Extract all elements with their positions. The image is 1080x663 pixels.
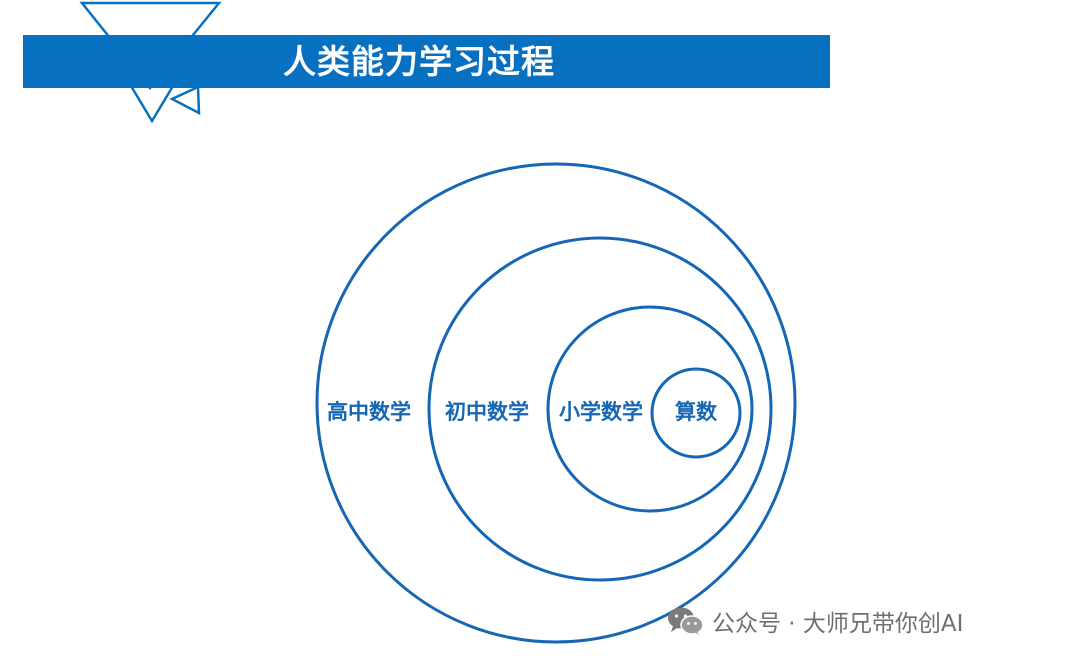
title-bar bbox=[23, 35, 830, 88]
label-primary-school-math: 小学数学 bbox=[559, 400, 643, 424]
page-title: 人类能力学习过程 bbox=[283, 42, 555, 81]
circle-high-school-math bbox=[315, 162, 797, 644]
label-arithmetic: 算数 bbox=[675, 400, 718, 424]
circle-arithmetic bbox=[650, 367, 742, 459]
wechat-icon bbox=[668, 607, 704, 635]
circle-middle-school-math bbox=[427, 236, 773, 582]
left-pointing-triangle-icon bbox=[169, 85, 201, 116]
circle-primary-school-math bbox=[546, 305, 754, 513]
label-high-school-math: 高中数学 bbox=[327, 400, 411, 424]
watermark: 公众号 · 大师兄带你创AI bbox=[666, 604, 963, 638]
label-middle-school-math: 初中数学 bbox=[445, 400, 529, 424]
watermark-text: 公众号 · 大师兄带你创AI bbox=[712, 611, 964, 637]
